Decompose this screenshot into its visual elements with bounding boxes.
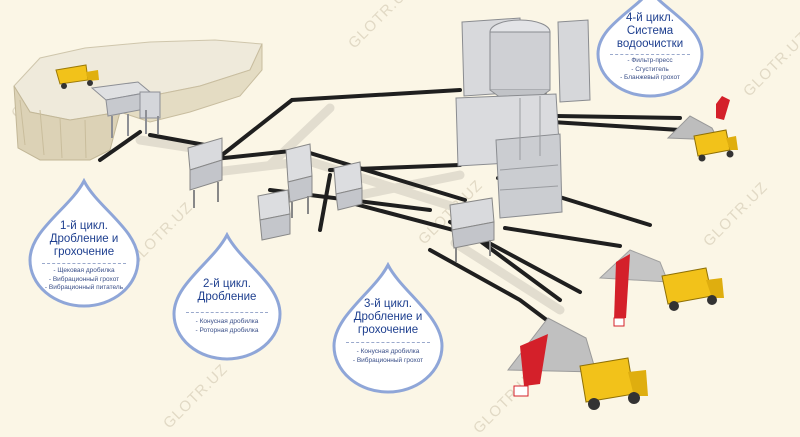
- list-item: - Бланжевый грохот: [620, 74, 680, 81]
- quarry-truck-icon: [55, 64, 99, 89]
- cone-crusher-icon: [285, 143, 313, 218]
- stage-4-callout: 4-й цикл. Система водоочистки - Фильтр-п…: [594, 0, 706, 100]
- divider: [610, 54, 690, 55]
- stage-4-equipment-list: - Фильтр-пресс - Сгуститель - Бланжевый …: [594, 57, 706, 83]
- stage-1-callout: 1-й цикл. Дробление и грохочение - Щеков…: [26, 178, 142, 310]
- divider: [42, 263, 126, 264]
- jaw-crusher-icon: [90, 81, 161, 138]
- dump-truck-icon: [661, 267, 724, 311]
- stage-2-callout: 2-й цикл. Дробление - Конусная дробилка …: [170, 232, 284, 362]
- list-item: - Роторная дробилка: [195, 326, 259, 334]
- list-item: - Вибрационный грохот: [48, 275, 120, 283]
- quarry-rock: [13, 39, 263, 161]
- stage-1-equipment-list: - Щековая дробилка - Вибрационный грохот…: [26, 267, 142, 293]
- drop-shape: [596, 0, 704, 98]
- dump-truck-icon: [693, 129, 738, 162]
- stage-2-title: 2-й цикл. Дробление: [197, 278, 257, 303]
- drop-shape: [28, 178, 140, 308]
- list-item: - Сгуститель: [631, 65, 669, 73]
- list-item: - Щековая дробилка: [53, 267, 115, 274]
- drop-shape: [332, 262, 444, 394]
- vibrating-screen-icon: [187, 137, 223, 208]
- dump-truck-icon: [579, 357, 648, 410]
- stage3-crusher-icon: [333, 161, 363, 211]
- stage-3-equipment-list: - Конусная дробилка - Вибрационный грохо…: [330, 348, 446, 365]
- stage-4-title: 4-й цикл. Система водоочистки: [616, 12, 684, 50]
- stage-2-equipment-list: - Конусная дробилка - Роторная дробилка: [170, 318, 284, 335]
- red-stacker-icons: [513, 96, 730, 397]
- list-item: - Конусная дробилка: [356, 348, 420, 355]
- list-item: - Фильтр-пресс: [627, 57, 673, 64]
- list-item: - Вибрационный грохот: [352, 356, 424, 364]
- drop-shape: [172, 232, 282, 361]
- list-item: - Вибрационный питатель: [44, 284, 124, 291]
- list-item: - Конусная дробилка: [195, 318, 259, 325]
- divider: [346, 342, 430, 343]
- stage3-screen-icon: [449, 197, 495, 262]
- stage-3-title: 3-й цикл. Дробление и грохочение: [353, 298, 423, 336]
- rotor-crusher-icon: [257, 189, 291, 241]
- divider: [186, 312, 268, 313]
- stage-1-title: 1-й цикл. Дробление и грохочение: [49, 220, 119, 258]
- stage-3-callout: 3-й цикл. Дробление и грохочение - Конус…: [330, 262, 446, 396]
- water-treatment-plant-icon: [455, 17, 591, 219]
